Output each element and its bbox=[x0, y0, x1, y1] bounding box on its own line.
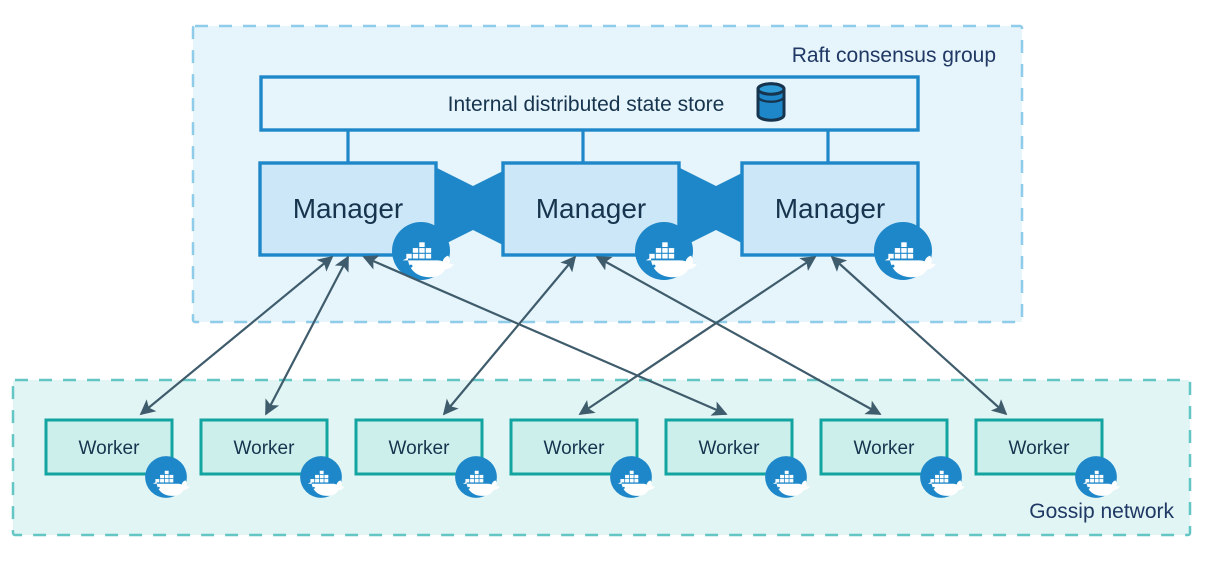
manager-2-label: Manager bbox=[536, 193, 647, 224]
state-store-box[interactable] bbox=[259, 75, 920, 132]
worker-7-box[interactable] bbox=[974, 418, 1104, 476]
worker-3-label: Worker bbox=[389, 438, 451, 459]
state-store-label: Internal distributed state store bbox=[448, 93, 725, 116]
worker-node-2[interactable]: Worker bbox=[199, 418, 345, 498]
manager-worker-links bbox=[139, 255, 1008, 416]
worker-5-label: Worker bbox=[699, 438, 761, 459]
worker-node-4[interactable]: Worker bbox=[509, 418, 655, 498]
worker-7-label: Worker bbox=[1009, 438, 1071, 459]
worker-node-6[interactable]: Worker bbox=[819, 418, 965, 498]
node-link-manager-3-worker-4 bbox=[578, 256, 817, 415]
worker-4-label: Worker bbox=[544, 438, 606, 459]
gossip-zone-label: Gossip network bbox=[1029, 500, 1174, 523]
internal-state-store-node[interactable]: Internal distributed state store bbox=[259, 75, 920, 132]
worker-1-label: Worker bbox=[79, 438, 141, 459]
worker-2-label: Worker bbox=[234, 438, 296, 459]
worker-node-7[interactable]: Worker bbox=[974, 418, 1120, 498]
raft-zone-label: Raft consensus group bbox=[792, 44, 996, 67]
manager-node-3[interactable]: Manager bbox=[740, 161, 936, 280]
node-link-manager-1-worker-2 bbox=[265, 255, 349, 416]
worker-6-label: Worker bbox=[854, 438, 916, 459]
manager-3-label: Manager bbox=[775, 193, 886, 224]
worker-node-3[interactable]: Worker bbox=[354, 418, 500, 498]
manager-node-2[interactable]: Manager bbox=[501, 161, 697, 280]
worker-4-box[interactable] bbox=[509, 418, 639, 476]
node-link-manager-3-worker-7 bbox=[830, 255, 1008, 416]
worker-node-1[interactable]: Worker bbox=[44, 418, 190, 498]
database-cylinder-icon bbox=[756, 82, 786, 122]
worker-node-5[interactable]: Worker bbox=[664, 418, 810, 498]
node-link-manager-2-worker-3 bbox=[442, 255, 577, 416]
store-to-manager-connectors bbox=[346, 130, 830, 164]
manager-1-label: Manager bbox=[293, 193, 404, 224]
manager-node-1[interactable]: Manager bbox=[258, 161, 454, 280]
